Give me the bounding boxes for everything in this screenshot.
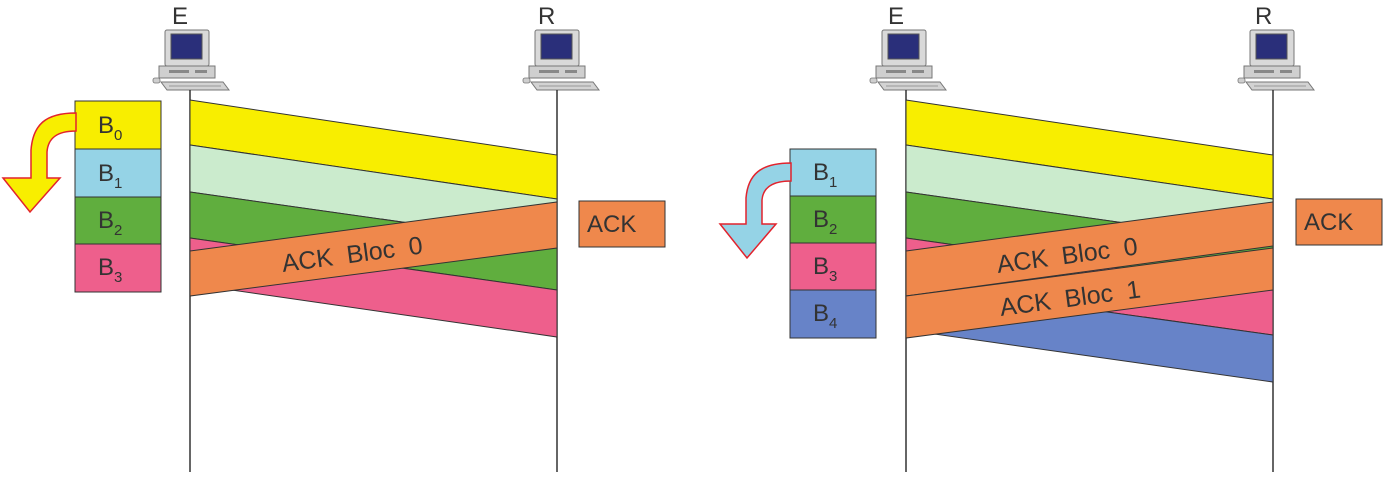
- right-buffer-cell-3: [789, 242, 877, 291]
- right-ack-box-label: ACK: [1304, 209, 1353, 236]
- left-buffer: B0 B1 B2 B3: [74, 100, 162, 293]
- right-scenario: E R ACK Bloc 0 ACK Bloc 1 B1 B2 B3 B4: [718, 3, 1383, 472]
- left-buffer-label-2: B2: [98, 207, 122, 239]
- right-buffer-label-1: B1: [813, 159, 837, 191]
- left-release-arrow-icon: [1, 112, 77, 214]
- right-ack-band-1: [905, 247, 1274, 339]
- left-buffer-cell-2: [74, 196, 162, 245]
- right-sender-computer-icon: [869, 29, 947, 91]
- right-buffer-cell-1: [789, 148, 877, 197]
- right-buffer-cell-2: [789, 195, 877, 244]
- right-buffer-label-3: B3: [813, 253, 837, 285]
- left-receiver-computer-icon: [522, 29, 600, 91]
- left-buffer-cell-3: [74, 243, 162, 293]
- left-buffer-label-0: B0: [98, 112, 122, 144]
- right-receiver-label: R: [1255, 3, 1272, 30]
- right-release-arrow-icon: [718, 162, 792, 260]
- left-receiver-label: R: [538, 3, 555, 30]
- right-buffer-label-2: B2: [813, 206, 837, 238]
- left-ack-box-label: ACK: [587, 211, 636, 238]
- left-buffer-label-1: B1: [98, 160, 122, 192]
- right-ack-box: [1295, 198, 1383, 246]
- left-buffer-cell-1: [74, 148, 162, 198]
- right-buffer-label-4: B4: [813, 300, 837, 332]
- right-sender-label: E: [888, 3, 904, 30]
- left-sender-computer-icon: [152, 29, 230, 91]
- left-ack-box: [578, 200, 666, 248]
- left-ack-band: [189, 201, 558, 297]
- right-receiver-computer-icon: [1237, 29, 1315, 91]
- left-scenario: E R ACK Bloc 0 B0 B1 B2 B3 ACK: [1, 3, 666, 472]
- left-buffer-label-3: B3: [98, 254, 122, 286]
- left-sender-label: E: [172, 3, 188, 30]
- right-buffer: B1 B2 B3 B4: [789, 148, 877, 339]
- right-ack-band-0: [905, 201, 1274, 297]
- right-buffer-cell-4: [789, 289, 877, 339]
